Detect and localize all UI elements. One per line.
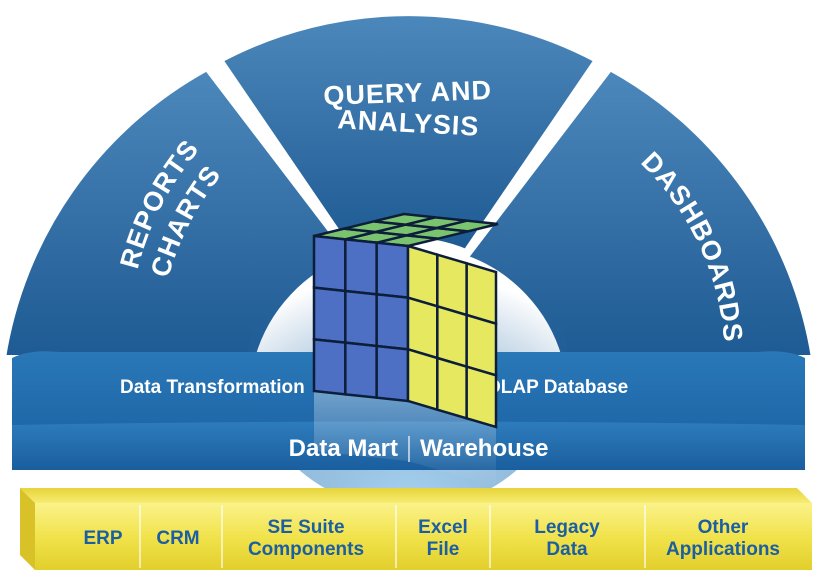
source-item-line: CRM: [156, 528, 199, 549]
cube-sticker-blue: [375, 241, 410, 300]
source-bar-side: [20, 488, 35, 570]
source-item-line: Other: [698, 517, 749, 538]
cube-reflection: [314, 391, 496, 487]
source-item-line: Components: [248, 539, 364, 560]
cube-icon: [312, 212, 499, 487]
data-transformation-label: Data Transformation: [120, 377, 305, 398]
cube-sticker-green: [373, 212, 436, 226]
source-item-line: Data: [546, 539, 588, 560]
source-item-line: SE Suite: [267, 517, 344, 538]
cube-sticker-yellow: [406, 295, 439, 360]
source-item-line: ERP: [83, 528, 122, 549]
source-item-line: Excel: [418, 517, 468, 538]
cube-sticker-yellow: [465, 364, 498, 429]
cube-sticker-blue: [344, 341, 378, 400]
source-item[interactable]: CRM: [156, 528, 199, 549]
source-item-line: File: [427, 539, 460, 560]
source-item[interactable]: ERP: [83, 528, 122, 549]
cube-sticker-blue: [312, 286, 347, 345]
cube-sticker-yellow: [436, 304, 468, 369]
source-bar-top: [20, 488, 812, 503]
cube-sticker-yellow: [436, 356, 468, 421]
cube-sticker-blue: [375, 292, 410, 351]
source-bar-front: [35, 503, 812, 570]
cube-sticker-yellow: [465, 313, 498, 378]
segment-title-analysis: ANALYSIS: [337, 104, 480, 141]
cube-sticker-yellow: [465, 261, 498, 326]
cube-sticker-yellow: [406, 347, 439, 412]
cube-sticker-blue: [312, 337, 347, 396]
cube-sticker-blue: [344, 237, 378, 296]
olap-database-label: OLAP Database: [486, 377, 628, 398]
source-item-line: Applications: [666, 539, 780, 560]
segment-title-query: QUERY AND: [323, 75, 492, 111]
cube-sticker-blue: [312, 234, 347, 293]
cube-sticker-blue: [375, 344, 410, 403]
cube-sticker-yellow: [406, 244, 439, 309]
source-item-line: Legacy: [534, 517, 600, 538]
cube-sticker-blue: [344, 289, 378, 348]
cube-sticker-yellow: [436, 252, 468, 317]
